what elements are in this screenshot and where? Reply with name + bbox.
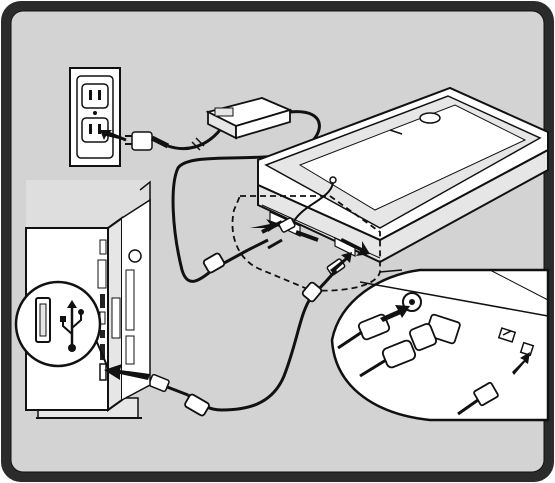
dc-cable xyxy=(171,110,321,283)
power-cord xyxy=(167,129,222,151)
ferrite-core xyxy=(202,252,226,274)
power-plug-icon xyxy=(125,131,170,151)
rear-ports-highlight xyxy=(231,195,381,292)
arrow-icon xyxy=(330,252,352,273)
ferrite-core xyxy=(184,393,210,417)
scanner-icon xyxy=(257,86,549,264)
usb-port-callout xyxy=(14,280,109,369)
wall-outlet-icon xyxy=(69,67,121,167)
ferrite-core xyxy=(301,281,323,303)
usb-symbol-icon xyxy=(60,300,84,352)
arrow-icon xyxy=(105,130,127,142)
arrow-icon xyxy=(104,364,150,380)
arrow-icon xyxy=(250,219,280,232)
ac-adapter-icon xyxy=(205,97,293,140)
arrow-icon xyxy=(380,305,410,322)
arrow-icon xyxy=(340,238,370,256)
scanner-rear-ports-callout xyxy=(330,268,550,422)
arrow-icon xyxy=(512,352,530,375)
